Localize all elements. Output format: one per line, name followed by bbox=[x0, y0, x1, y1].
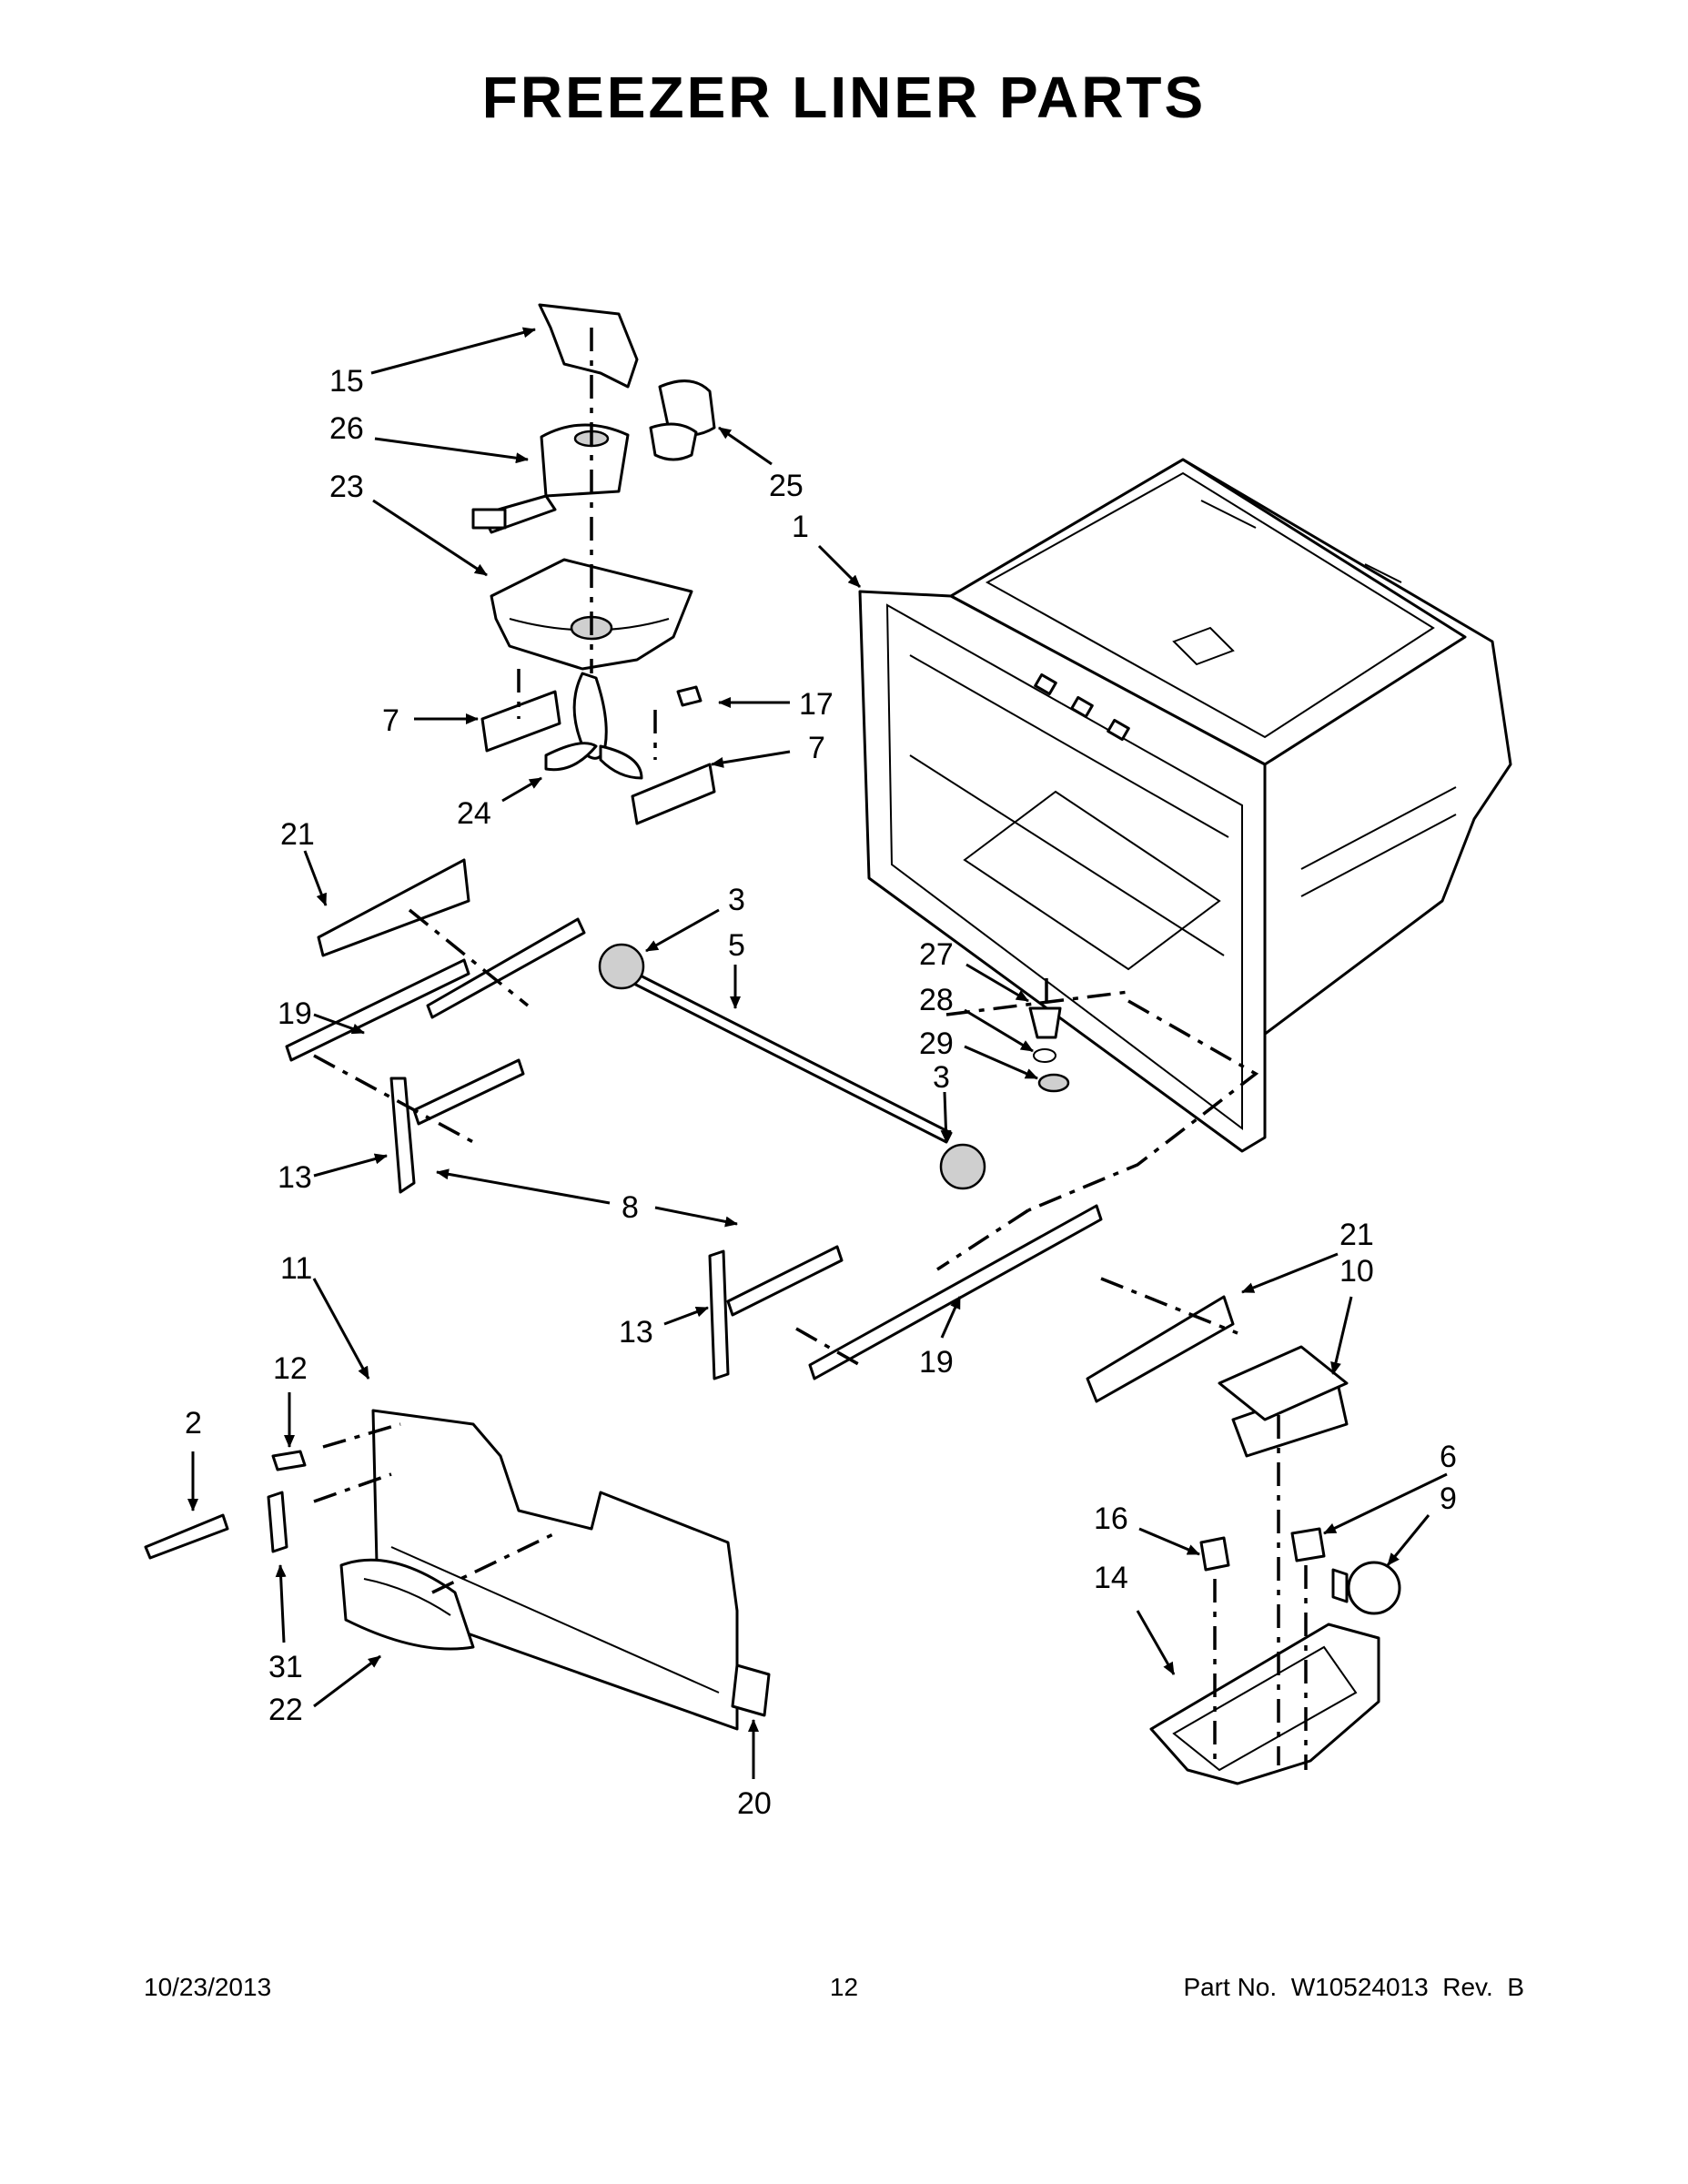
footer-part-number: Part No. W10524013 Rev. B bbox=[1183, 1973, 1524, 2001]
callout-29: 29 bbox=[919, 1026, 954, 1061]
callout-24: 24 bbox=[457, 796, 491, 831]
callout-31: 31 bbox=[268, 1650, 303, 1684]
footer-date: 10/23/2013 bbox=[144, 1973, 272, 2001]
callout-28: 28 bbox=[919, 983, 954, 1017]
callout-17: 17 bbox=[799, 687, 834, 722]
callout-6: 6 bbox=[1440, 1440, 1457, 1474]
callout-7b: 7 bbox=[808, 731, 825, 765]
fan-motor-assembly bbox=[471, 303, 716, 825]
callout-1: 1 bbox=[792, 510, 809, 544]
callout-3b: 3 bbox=[933, 1060, 950, 1095]
callout-7a: 7 bbox=[382, 703, 399, 738]
callout-5: 5 bbox=[728, 928, 745, 963]
callout-14: 14 bbox=[1094, 1561, 1128, 1595]
callout-11: 11 bbox=[280, 1251, 312, 1286]
freezer-liner bbox=[858, 458, 1512, 1153]
callout-26: 26 bbox=[329, 411, 364, 446]
page-title: FREEZER LINER PARTS bbox=[481, 65, 1207, 130]
callout-20: 20 bbox=[737, 1786, 772, 1821]
callout-21b: 21 bbox=[1339, 1218, 1374, 1252]
callout-2: 2 bbox=[185, 1406, 202, 1441]
callout-15: 15 bbox=[329, 364, 364, 399]
slide-rails-and-shaft bbox=[285, 858, 1349, 1458]
callout-9: 9 bbox=[1440, 1481, 1457, 1516]
lower-panel bbox=[144, 1409, 771, 1731]
callout-16: 16 bbox=[1094, 1502, 1128, 1536]
light-housing bbox=[1028, 978, 1401, 1785]
callout-27: 27 bbox=[919, 937, 954, 972]
callout-22: 22 bbox=[268, 1693, 303, 1727]
callout-13b: 13 bbox=[619, 1315, 653, 1350]
callout-19a: 19 bbox=[278, 996, 312, 1031]
callout-numbers: 15 26 23 25 1 7 17 7 24 21 3 5 27 28 29 … bbox=[185, 364, 1457, 1821]
callout-21a: 21 bbox=[280, 817, 315, 852]
callout-3a: 3 bbox=[728, 883, 745, 917]
callout-25: 25 bbox=[769, 469, 804, 503]
footer-page-number: 12 bbox=[829, 1973, 859, 2001]
callout-23: 23 bbox=[329, 470, 364, 504]
leader-lines bbox=[187, 327, 1448, 1779]
callout-8: 8 bbox=[622, 1190, 639, 1225]
callout-13a: 13 bbox=[278, 1160, 312, 1195]
callout-19b: 19 bbox=[919, 1345, 954, 1380]
callout-12: 12 bbox=[273, 1351, 308, 1386]
callout-10: 10 bbox=[1339, 1254, 1374, 1289]
